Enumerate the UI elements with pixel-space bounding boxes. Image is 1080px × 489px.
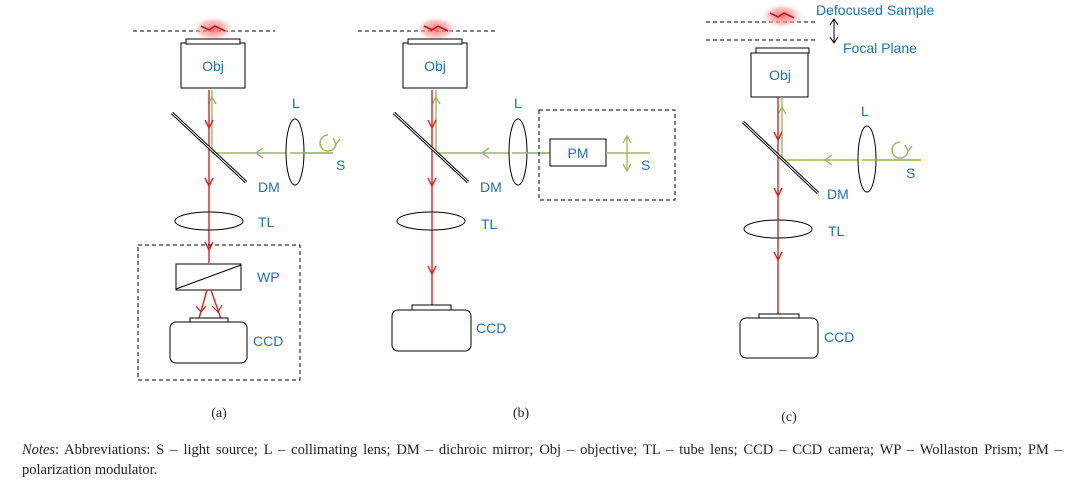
collimating-lens — [508, 118, 528, 186]
rotation-icon — [319, 134, 337, 152]
tl-label: TL — [828, 223, 845, 239]
excitation-arrow-icon — [480, 147, 490, 159]
caption-a: (a) — [211, 406, 227, 421]
panel-a: Obj DM L S TL WP CCD (a) — [133, 16, 345, 421]
ccd-camera — [391, 309, 472, 352]
objective-label: Obj — [202, 58, 224, 74]
caption-b: (b) — [513, 406, 530, 421]
objective-label: Obj — [769, 67, 791, 83]
defocused-sample-label: Defocused Sample — [816, 2, 935, 18]
panel-c: Defocused Sample Focal Plane Obj DM L S … — [706, 2, 935, 425]
lens-label: L — [861, 103, 869, 119]
source-label: S — [641, 157, 650, 173]
wollaston-prism — [175, 263, 242, 291]
modulation-module-box — [538, 109, 676, 201]
excitation-arrow-up-icon — [431, 95, 441, 105]
caption-c: (c) — [781, 410, 797, 425]
emission-arrow-icon — [204, 177, 214, 188]
source-label: S — [906, 165, 915, 181]
emission-arrow-icon — [773, 251, 783, 262]
tl-label: TL — [258, 214, 275, 230]
panel-b: Obj DM L PM S TL CCD (b) — [358, 16, 676, 421]
emission-arrow-icon — [773, 187, 783, 198]
collimating-lens — [857, 125, 877, 193]
figure-notes: Notes: Abbreviations: S – light source; … — [22, 440, 1062, 480]
emission-arrow-icon — [427, 119, 437, 130]
emission-arrow-icon — [427, 265, 437, 276]
ccd-label: CCD — [253, 333, 283, 349]
excitation-arrow-up-icon — [777, 105, 787, 115]
sample-glow-icon — [191, 16, 235, 42]
wp-label: WP — [257, 269, 280, 285]
split-beam-left — [197, 289, 208, 323]
dm-label: DM — [827, 186, 849, 202]
objective-cap — [185, 38, 241, 45]
excitation-arrow-icon — [254, 147, 264, 159]
excitation-arrow-icon — [823, 154, 833, 166]
emission-arrow-icon — [204, 119, 214, 130]
ccd-label: CCD — [476, 320, 506, 336]
pm-label: PM — [568, 145, 589, 161]
emission-arrow-icon — [427, 177, 437, 188]
ccd-label: CCD — [824, 329, 854, 345]
notes-text: : Abbreviations: S – light source; L – c… — [22, 442, 1062, 478]
emission-arrow-icon — [773, 131, 783, 142]
ccd-camera — [739, 317, 819, 359]
objective-label: Obj — [424, 58, 446, 74]
lens-label: L — [292, 95, 300, 111]
source-label: S — [336, 157, 345, 173]
tl-label: TL — [481, 216, 498, 232]
notes-label: Notes — [22, 442, 56, 458]
dm-label: DM — [480, 179, 502, 195]
tube-lens — [396, 211, 466, 231]
dm-label: DM — [258, 179, 280, 195]
sample-glow-icon — [760, 3, 804, 29]
objective-box — [402, 42, 468, 89]
ccd-camera — [169, 321, 248, 364]
detection-module-box — [137, 244, 301, 381]
split-beam-right — [210, 289, 223, 323]
lens-label: L — [514, 95, 522, 111]
optical-setup-diagram: Obj DM L S TL WP CCD (a) — [133, 2, 935, 425]
rotation-icon — [891, 141, 909, 159]
sample-glow-icon — [414, 16, 458, 42]
focal-plane-label: Focal Plane — [843, 40, 917, 56]
collimating-lens — [285, 118, 305, 186]
